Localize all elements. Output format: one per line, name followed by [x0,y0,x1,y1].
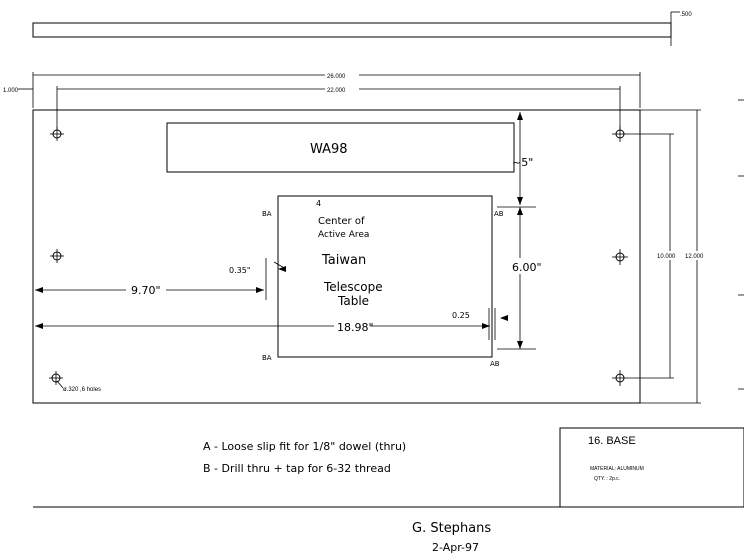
center-box-line1: Center of [318,216,365,227]
approx-5-dim: ~5" [512,156,533,169]
marker-ab-bottom: AB [490,360,500,368]
active-area-box [277,195,493,358]
center-box-line4: Telescope [323,280,383,294]
dist-9-70-dim: 9.70" [131,284,161,297]
thickness-dim: .500 [680,12,692,18]
left-gap-dim: 0.35" [229,266,251,275]
signature-name: G. Stephans [412,521,491,536]
center-box-line5: Table [337,294,369,308]
label-plate [166,122,515,173]
hole-span-height-dim: 10.000 [657,254,676,260]
label-plate-text: WA98 [310,142,348,157]
base-side-view [32,22,672,38]
hole-note: ø.320 ,6 holes [63,387,101,393]
svg-text:4: 4 [316,199,321,208]
height-6-dim: 6.00" [512,261,542,274]
material: MATERIAL: ALUMINUM [590,466,644,472]
hole-span-dim: 22.000 [327,88,346,94]
note-a: A - Loose slip fit for 1/8" dowel (thru) [203,440,406,453]
base-plate [32,109,641,404]
center-box-line2: Active Area [318,230,369,240]
left-offset-dim: 1.000 [3,88,19,94]
center-box-line3: Taiwan [321,253,366,268]
signature-date: 2-Apr-97 [432,541,479,554]
title-block [559,427,744,508]
right-gap-dim: 0.25 [452,311,470,320]
dist-18-98-dim: 18.98" [337,321,374,334]
marker-ba-bottom: BA [262,354,272,362]
note-b: B - Drill thru + tap for 6-32 thread [203,462,391,475]
marker-ab-top: AB [494,210,504,218]
marker-ba-top: BA [262,210,272,218]
part-name: 16. BASE [588,435,636,447]
mounting-holes [49,126,628,386]
quantity: QTY. : 2p.c. [594,476,620,482]
overall-height-dim: 12.000 [685,254,704,260]
overall-width-dim: 26.000 [327,74,346,80]
